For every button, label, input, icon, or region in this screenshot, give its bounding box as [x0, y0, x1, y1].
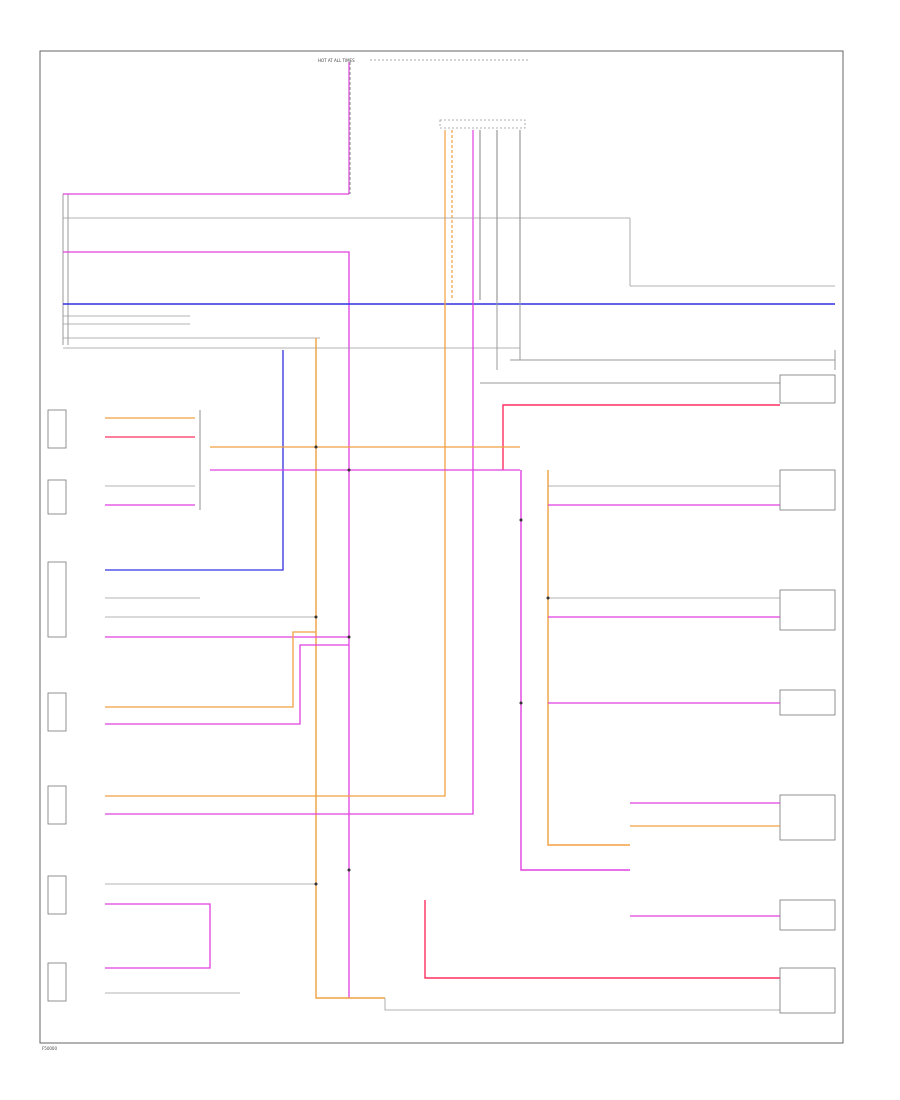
- right-branch-wires: [548, 485, 780, 917]
- top-connector-label: HOT AT ALL TIMES: [318, 58, 355, 63]
- left-connector-box-2: [47, 479, 67, 515]
- footer-code: F50000: [42, 1046, 57, 1051]
- right-components: [779, 374, 836, 1014]
- right-connector-box-2: [779, 469, 836, 511]
- diagram-frame: [39, 50, 844, 1044]
- left-connector-box-6: [47, 875, 67, 915]
- right-connector-box-3: [779, 589, 836, 631]
- right-upper-bus: [480, 300, 836, 384]
- left-components: [47, 409, 67, 1002]
- left-connector-box-3: [47, 561, 67, 638]
- horizontal-harness: [63, 193, 835, 998]
- left-connector-box-4: [47, 692, 67, 732]
- top-connector-wires: [348, 62, 521, 300]
- right-connector-box-4: [779, 689, 836, 716]
- right-connector-box-1: [779, 374, 836, 404]
- left-connector-box-1: [47, 409, 67, 449]
- right-connector-box-7: [779, 967, 836, 1014]
- right-connector-box-6: [779, 899, 836, 931]
- left-connector-box-5: [47, 785, 67, 825]
- top-connector-body: [439, 119, 526, 129]
- left-bus: [62, 194, 69, 345]
- right-connector-box-5: [779, 794, 836, 841]
- left-component-wires: [105, 300, 520, 994]
- splice-points: [314, 445, 550, 886]
- left-connector-box-7: [47, 962, 67, 1002]
- main-trunks: [315, 338, 780, 1011]
